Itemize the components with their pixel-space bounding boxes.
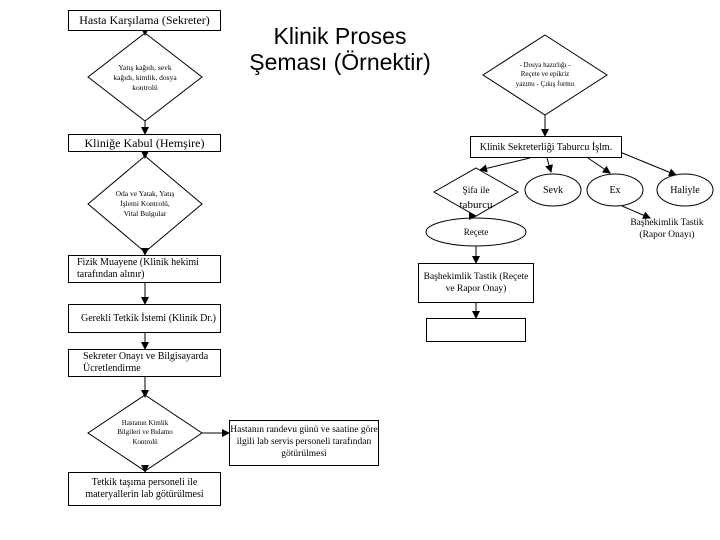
hasta-kimlik-label: Hastanın Kimlik Bilgileri ve Bulamo Kont… [117,419,173,446]
page-title: Klinik Proses Şeması (Örnektir) [233,23,447,76]
arrow-taburcu-to-ex [587,157,611,174]
hasta-karsilama-box: Hasta Karşılama (Sekreter) [68,10,221,31]
klinige-kabul-box: Kliniğe Kabul (Hemşire) [68,134,221,152]
tetkik-istemi-box: Gerekli Tetkik İstemi (Klinik Dr.) [68,304,221,333]
title-line-1: Klinik Proses [273,23,407,49]
sifa-ile-label: Şifa ile [462,186,490,196]
taburcu-label: taburcu [459,199,493,211]
arrow-taburcu-to-sifa [479,157,531,173]
yatis-kontrol-label: Yatış kağıdı, sevk kağıdı, kimlik, dosya… [113,63,177,92]
fizik-muayene-text: Fizik Muayene (Klinik hekimi tarafından … [77,257,199,280]
sekreter-onayi-box: Sekreter Onayı ve Bilgisayarda Ücretlend… [68,349,221,377]
randevu-box: Hastanın randevu günü ve saatine göre il… [229,420,379,466]
taburcu-islm-box: Klinik Sekreterliği Taburcu İşlm. [470,136,622,158]
ellipse-haliyle [656,173,714,207]
oda-yatak-label: Oda ve Yatak, Yatış İşlemi Kontrolü, Vit… [115,189,175,218]
bashekimlik-rapor-label: Başhekimlik Tastik (Rapor Onayı) [630,218,704,240]
ellipse-sevk [524,173,582,207]
dosya-label: - Dosya hazırlığı - Reçete ve epikriz ya… [515,61,575,88]
empty-box [426,318,526,342]
sevk-label: Sevk [543,184,563,196]
haliyle-label: Haliyle [670,184,700,196]
ex-label: Ex [609,184,621,196]
fizik-muayene-box: Fizik Muayene (Klinik hekimi tarafından … [68,255,221,283]
tetkik-tasima-box: Tetkik taşıma personeli ile materyalleri… [68,472,221,506]
recete-label: Reçete [463,227,489,237]
ellipse-ex [586,173,644,207]
arrow-taburcu-to-sevk [545,157,553,173]
arrow-ex-to-rapor [621,205,651,219]
diamond-sifa [432,167,520,217]
arrow-taburcu-to-haliyle [619,151,677,177]
title-line-2: Şeması (Örnektir) [249,48,431,75]
bashekimlik-recete-box: Başhekimlik Tastik (Reçete ve Rapor Onay… [418,263,534,303]
sekreter-onayi-text: Sekreter Onayı ve Bilgisayarda Ücretlend… [83,351,209,374]
tetkik-istemi-text: Gerekli Tetkik İstemi (Klinik Dr.) [81,312,216,324]
